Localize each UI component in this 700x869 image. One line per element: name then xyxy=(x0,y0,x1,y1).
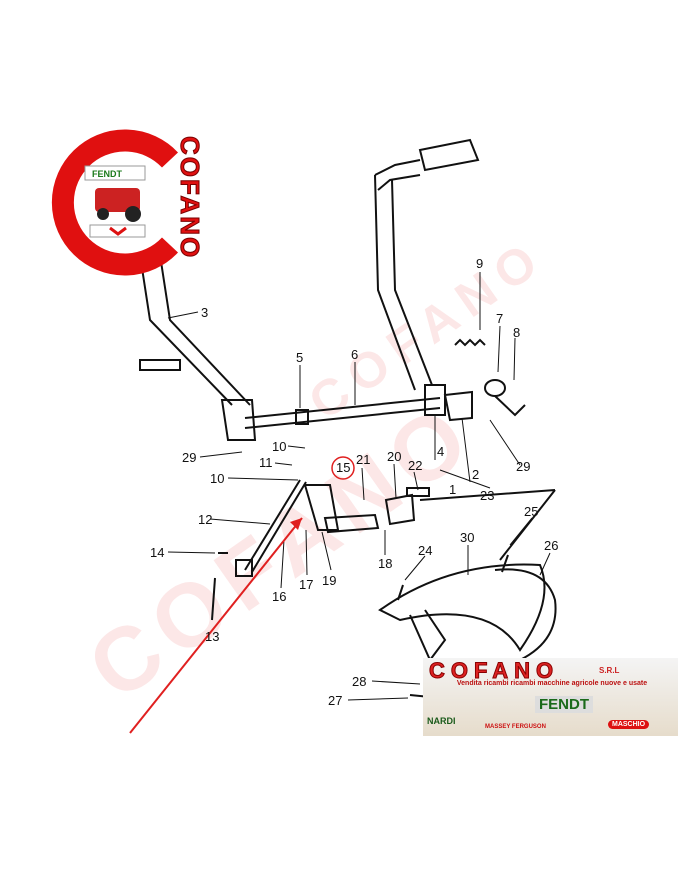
callout-25: 25 xyxy=(524,504,538,519)
highlight-arrow xyxy=(129,517,303,734)
callout-30: 30 xyxy=(460,530,474,545)
callout-9: 9 xyxy=(476,256,483,271)
brand-massey: MASSEY FERGUSON xyxy=(485,724,546,730)
callout-10b: 10 xyxy=(210,471,224,486)
callout-24: 24 xyxy=(418,543,432,558)
callout-2: 2 xyxy=(472,467,479,482)
callout-16: 16 xyxy=(272,589,286,604)
callout-1: 1 xyxy=(449,482,456,497)
callout-3: 3 xyxy=(201,305,208,320)
callout-29b: 29 xyxy=(516,459,530,474)
callout-26: 26 xyxy=(544,538,558,553)
callout-28: 28 xyxy=(352,674,366,689)
banner-suffix: S.R.L xyxy=(599,666,620,675)
callout-29: 29 xyxy=(182,450,196,465)
callout-20: 20 xyxy=(387,449,401,464)
logo-fendt: FENDT xyxy=(92,169,122,179)
callout-11: 11 xyxy=(259,455,273,470)
highlight-arrow-head xyxy=(290,518,302,530)
callout-labels: 3 5 6 9 7 8 29 10 11 10 15 21 20 22 4 2 … xyxy=(150,256,558,708)
banner-tagline: Vendita ricambi ricambi macchine agricol… xyxy=(456,680,648,687)
callout-15: 15 xyxy=(336,460,350,475)
highlight-circle xyxy=(331,456,355,480)
brand-nardi: NARDI xyxy=(427,716,456,726)
callout-17: 17 xyxy=(299,577,313,592)
callout-23: 23 xyxy=(480,488,494,503)
cofano-banner: COFANO S.R.L Vendita ricambi ricambi mac… xyxy=(423,658,678,736)
brand-fendt: FENDT xyxy=(535,696,593,713)
banner-name: COFANO xyxy=(428,658,560,684)
callout-8: 8 xyxy=(513,325,520,340)
callout-7: 7 xyxy=(496,311,503,326)
callout-22: 22 xyxy=(408,458,422,473)
brand-maschio: MASCHIO xyxy=(608,720,650,729)
cofano-logo: FENDT xyxy=(51,129,178,276)
callout-18: 18 xyxy=(378,556,392,571)
callout-5: 5 xyxy=(296,350,303,365)
callout-19: 19 xyxy=(322,573,336,588)
callout-13: 13 xyxy=(205,629,219,644)
callout-27: 27 xyxy=(328,693,342,708)
drawing-lines xyxy=(139,138,557,701)
callout-12: 12 xyxy=(198,512,212,527)
callout-21: 21 xyxy=(356,452,370,467)
callout-6: 6 xyxy=(351,347,358,362)
callout-4: 4 xyxy=(437,444,444,459)
logo-wordmark: COFANO xyxy=(175,135,206,260)
callout-14: 14 xyxy=(150,545,164,560)
callout-10: 10 xyxy=(272,439,286,454)
